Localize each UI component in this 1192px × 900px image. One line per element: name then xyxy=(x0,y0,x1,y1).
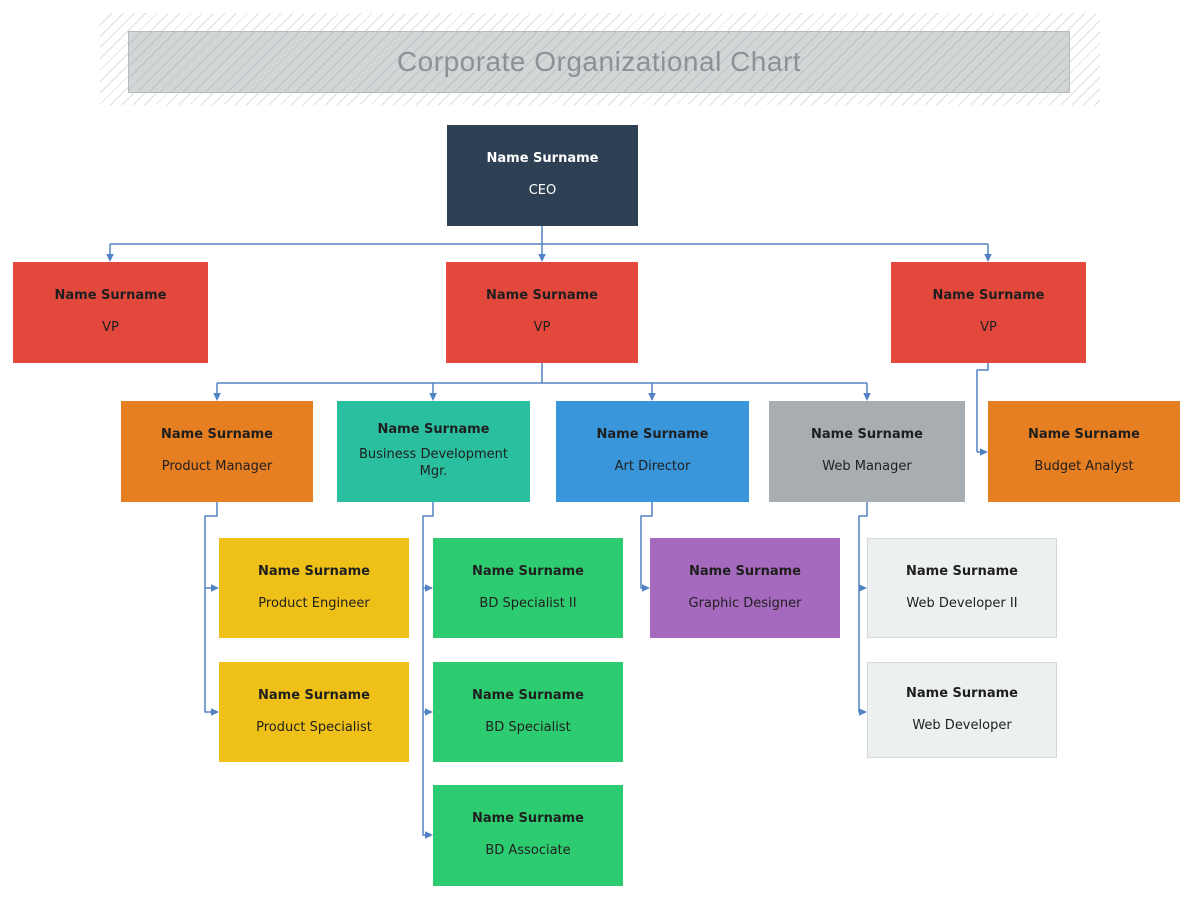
role-title: BD Associate xyxy=(485,843,571,859)
person-name: Name Surname xyxy=(54,288,167,304)
role-title: VP xyxy=(980,320,997,336)
person-name: Name Surname xyxy=(906,563,1018,579)
person-name: Name Surname xyxy=(1028,427,1140,443)
role-title: Budget Analyst xyxy=(1034,459,1134,475)
org-node-web-developer-ii[interactable]: Name Surname Web Developer II xyxy=(867,538,1057,638)
person-name: Name Surname xyxy=(486,151,599,167)
org-node-budget-analyst[interactable]: Name Surname Budget Analyst xyxy=(988,401,1180,502)
org-node-bd-manager[interactable]: Name Surname Business Development Mgr. xyxy=(337,401,530,502)
org-node-bd-associate[interactable]: Name Surname BD Associate xyxy=(433,785,623,886)
org-node-product-engineer[interactable]: Name Surname Product Engineer xyxy=(219,538,409,638)
title-box: Corporate Organizational Chart xyxy=(128,31,1070,93)
org-node-vp-middle[interactable]: Name Surname VP xyxy=(446,262,638,363)
person-name: Name Surname xyxy=(377,422,490,438)
person-name: Name Surname xyxy=(486,288,598,304)
role-title: Product Manager xyxy=(161,459,273,475)
person-name: Name Surname xyxy=(161,427,273,443)
person-name: Name Surname xyxy=(811,427,923,443)
role-title: Business Development Mgr. xyxy=(359,447,508,479)
role-title: Product Engineer xyxy=(258,595,370,611)
person-name: Name Surname xyxy=(472,687,584,703)
org-node-product-manager[interactable]: Name Surname Product Manager xyxy=(121,401,313,502)
connector-bd-manager-trunk xyxy=(422,502,434,839)
page-title: Corporate Organizational Chart xyxy=(396,46,802,77)
role-title: Web Developer II xyxy=(906,595,1018,611)
org-node-bd-specialist[interactable]: Name Surname BD Specialist xyxy=(433,662,623,762)
connector-vp-right-trunk xyxy=(976,363,989,452)
role-title: VP xyxy=(533,320,551,336)
org-node-web-manager[interactable]: Name Surname Web Manager xyxy=(769,401,965,502)
connector-ceo-spine xyxy=(110,226,988,245)
person-name: Name Surname xyxy=(906,685,1018,701)
org-node-graphic-designer[interactable]: Name Surname Graphic Designer xyxy=(650,538,840,638)
org-node-vp-left[interactable]: Name Surname VP xyxy=(13,262,208,363)
connector-web-manager-trunk xyxy=(858,502,868,716)
role-title: BD Specialist II xyxy=(479,595,577,611)
person-name: Name Surname xyxy=(258,563,370,579)
person-name: Name Surname xyxy=(596,427,709,443)
org-node-ceo[interactable]: Name Surname CEO xyxy=(447,125,638,226)
org-node-vp-right[interactable]: Name Surname VP xyxy=(891,262,1086,363)
connector-vp-middle-spine xyxy=(217,363,867,384)
org-node-web-developer[interactable]: Name Surname Web Developer xyxy=(867,662,1057,758)
person-name: Name Surname xyxy=(258,687,370,703)
role-title: Graphic Designer xyxy=(688,595,802,611)
role-title: CEO xyxy=(528,183,557,199)
role-title: Web Developer xyxy=(912,717,1012,733)
role-title: BD Specialist xyxy=(485,719,571,735)
role-title: Web Manager xyxy=(822,459,912,475)
person-name: Name Surname xyxy=(932,288,1045,304)
org-node-bd-specialist-ii[interactable]: Name Surname BD Specialist II xyxy=(433,538,623,638)
connector-product-manager-trunk xyxy=(204,502,219,716)
role-title: Product Specialist xyxy=(256,719,372,735)
title-banner: Corporate Organizational Chart xyxy=(100,13,1100,105)
person-name: Name Surname xyxy=(689,563,801,579)
org-node-product-specialist[interactable]: Name Surname Product Specialist xyxy=(219,662,409,762)
role-title: Art Director xyxy=(614,459,691,475)
role-title: VP xyxy=(102,320,119,336)
person-name: Name Surname xyxy=(472,811,584,827)
org-node-art-director[interactable]: Name Surname Art Director xyxy=(556,401,749,502)
person-name: Name Surname xyxy=(472,563,584,579)
